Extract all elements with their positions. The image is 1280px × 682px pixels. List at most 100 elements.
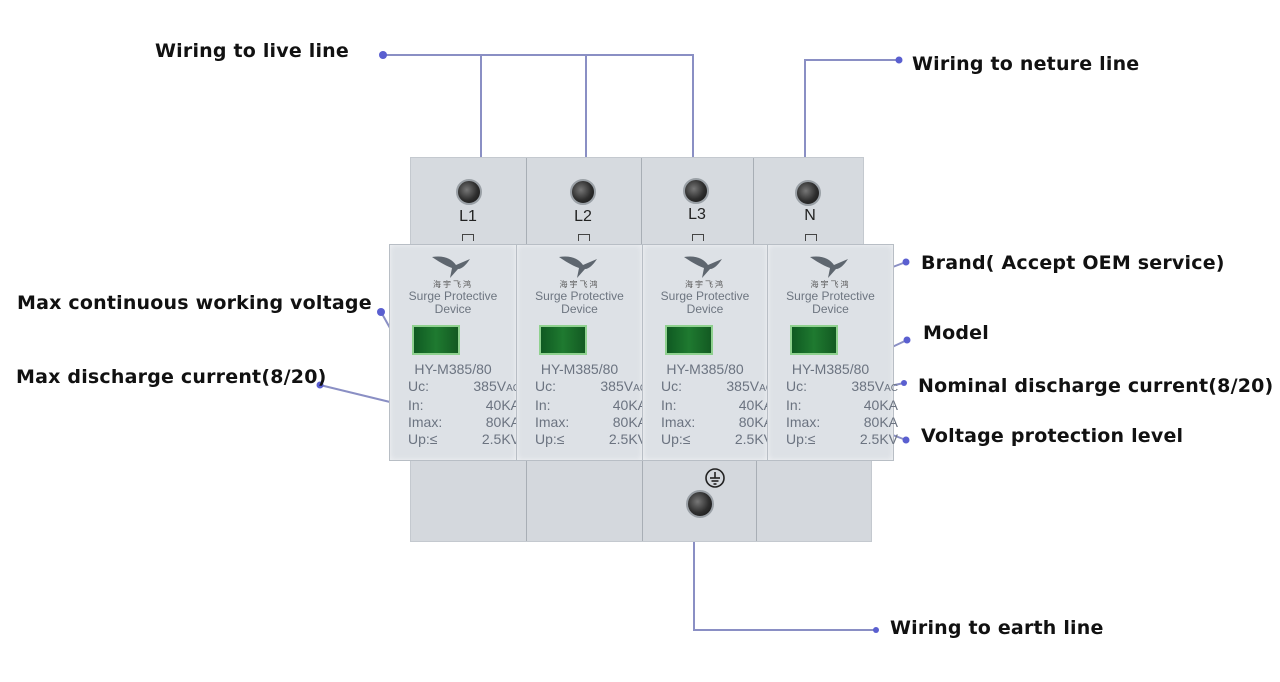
model-number: HY-M385/80 (414, 361, 492, 377)
live-callout-dot (379, 51, 387, 59)
spec-uc-unit: AC (506, 383, 520, 394)
spec-imax-value: 80KA (738, 414, 773, 430)
spec-uc: Uc:385VAC (408, 378, 520, 397)
callout-neutral-line: Wiring to neture line (912, 53, 1140, 75)
status-indicator-window (665, 325, 713, 355)
spec-in-label: In: (535, 397, 551, 413)
terminal-label-l2: L2 (574, 208, 592, 225)
spec-up: Up:≤ 2.5KV (786, 431, 898, 448)
spec-imax: Imax:80KA (408, 414, 520, 431)
brand-name-cn: 海宇飞鸿 (433, 280, 473, 289)
status-indicator-window (790, 325, 838, 355)
protection-callout-dot (902, 436, 910, 444)
callout-brand: Brand( Accept OEM service) (921, 252, 1225, 274)
screw-terminal-earth-icon[interactable] (686, 490, 714, 518)
spec-uc-value: 385VAC (600, 378, 647, 397)
spec-list: Uc: 385VAC In:40KA Imax:80KA Up:≤ 2.5KV (786, 378, 898, 448)
brand-callout-dot (902, 258, 910, 266)
callout-max-voltage: Max continuous working voltage (17, 292, 372, 314)
spec-up-value: 2.5KV (608, 431, 647, 447)
spec-in: In:40KA (661, 397, 773, 414)
device-title-line-2: Device (812, 302, 849, 316)
slot-icon (462, 234, 474, 241)
spec-up-value: 2.5KV (734, 431, 773, 447)
terminal-cell-l2 (526, 158, 642, 248)
earth-callout-dot (873, 627, 879, 633)
screw-terminal-l2-icon[interactable] (570, 179, 596, 205)
spec-imax-label: Imax: (408, 414, 443, 430)
screw-terminal-n-icon[interactable] (795, 180, 821, 206)
brand-bird-logo-icon (684, 256, 722, 278)
nominal-callout-dot (901, 380, 907, 386)
spec-uc-unit: AC (884, 383, 898, 394)
spec-up-label: Up:≤ (535, 431, 565, 447)
callout-nominal-discharge: Nominal discharge current(8/20) (918, 375, 1274, 397)
spec-up: Up:≤ 2.5KV (408, 431, 520, 448)
device-title-line-2: Device (434, 302, 472, 316)
spec-list: Uc:385VAC In:40KA Imax:80KA Up:≤2.5KV (535, 378, 647, 448)
status-indicator-window (412, 325, 460, 355)
spec-imax: Imax:80KA (786, 414, 898, 431)
spec-imax-label: Imax: (786, 414, 821, 430)
spec-in-value: 40KA (485, 397, 520, 413)
spec-in-label: In: (661, 397, 677, 413)
device-title-line-1: Surge Protective (660, 289, 750, 303)
bottom-cell (411, 456, 527, 541)
spec-in-label: In: (786, 397, 802, 413)
screw-terminal-l3-icon[interactable] (683, 178, 709, 204)
neutral-callout-dot (895, 56, 903, 64)
spec-uc-value: 385VAC (726, 378, 773, 397)
spec-uc-label: Uc: (661, 378, 682, 394)
bottom-block (410, 455, 872, 542)
spec-imax-label: Imax: (661, 414, 696, 430)
brand-name-cn: 海宇飞鸿 (685, 280, 725, 289)
terminal-label-l1: L1 (459, 208, 477, 225)
spec-up-label: Up:≤ (786, 431, 816, 447)
spec-imax-value: 80KA (612, 414, 647, 430)
terminal-label-l3: L3 (688, 206, 706, 223)
terminal-cell-l1 (411, 158, 527, 248)
callout-max-discharge: Max discharge current(8/20) (16, 366, 327, 388)
screw-terminal-l1-icon[interactable] (456, 179, 482, 205)
model-number: HY-M385/80 (540, 361, 619, 377)
callout-protection-level: Voltage protection level (921, 425, 1184, 447)
spec-uc-value: 385VAC (851, 378, 898, 397)
spec-uc-unit: AC (759, 383, 773, 394)
bottom-cell (642, 456, 757, 541)
device-title-line-1: Surge Protective (786, 289, 875, 303)
status-indicator-window (539, 325, 587, 355)
spec-list: Uc:385VAC In: 40KA Imax:80KA Up:≤ 2.5KV (408, 378, 520, 448)
terminal-cell-l3 (641, 158, 754, 248)
spec-imax: Imax: 80KA (535, 414, 647, 431)
device-title-line-2: Device (686, 302, 724, 316)
top-terminal-block (410, 157, 864, 249)
terminal-label-n: N (804, 207, 816, 224)
bottom-cell (526, 456, 643, 541)
spec-uc-label: Uc: (786, 378, 807, 394)
slot-icon (805, 234, 817, 241)
spec-in-label: In: (408, 397, 424, 413)
neutral-line-connector (804, 59, 899, 180)
model-number: HY-M385/80 (791, 361, 870, 377)
spec-imax-label: Imax: (535, 414, 570, 430)
spec-up-value: 2.5KV (481, 431, 520, 447)
spec-uc-unit: AC (633, 383, 647, 394)
spec-up-value: 2.5KV (859, 431, 898, 447)
spec-uc-number: 385V (473, 378, 507, 394)
spec-in: In:40KA (535, 397, 647, 414)
model-callout-dot (903, 336, 911, 344)
spec-up-label: Up:≤ (408, 431, 438, 447)
spec-uc-value: 385VAC (473, 378, 520, 397)
slot-icon (692, 234, 704, 241)
slot-icon (578, 234, 590, 241)
max-voltage-callout-dot (377, 308, 385, 316)
spec-in: In:40KA (786, 397, 898, 414)
spec-in: In: 40KA (408, 397, 520, 414)
